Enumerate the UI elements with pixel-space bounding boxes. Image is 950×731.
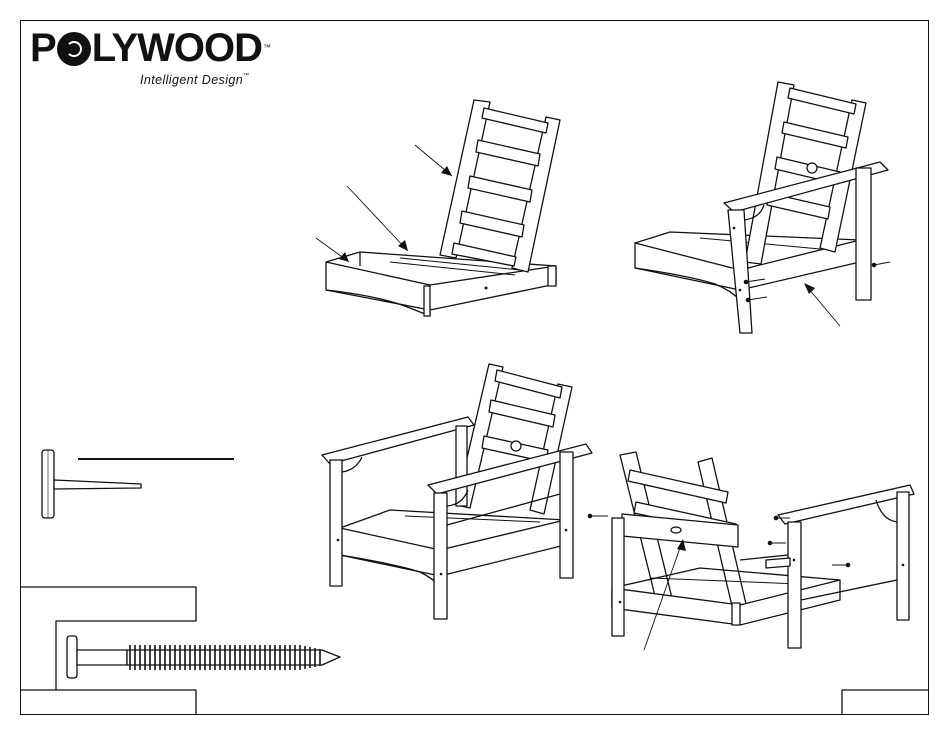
step-3-illustration [322, 364, 592, 619]
screw-icon [67, 636, 340, 678]
allen-wrench-icon [42, 450, 234, 518]
step-4-illustration [588, 452, 914, 650]
step-1-illustration [316, 100, 560, 316]
step-2-illustration [635, 82, 890, 333]
